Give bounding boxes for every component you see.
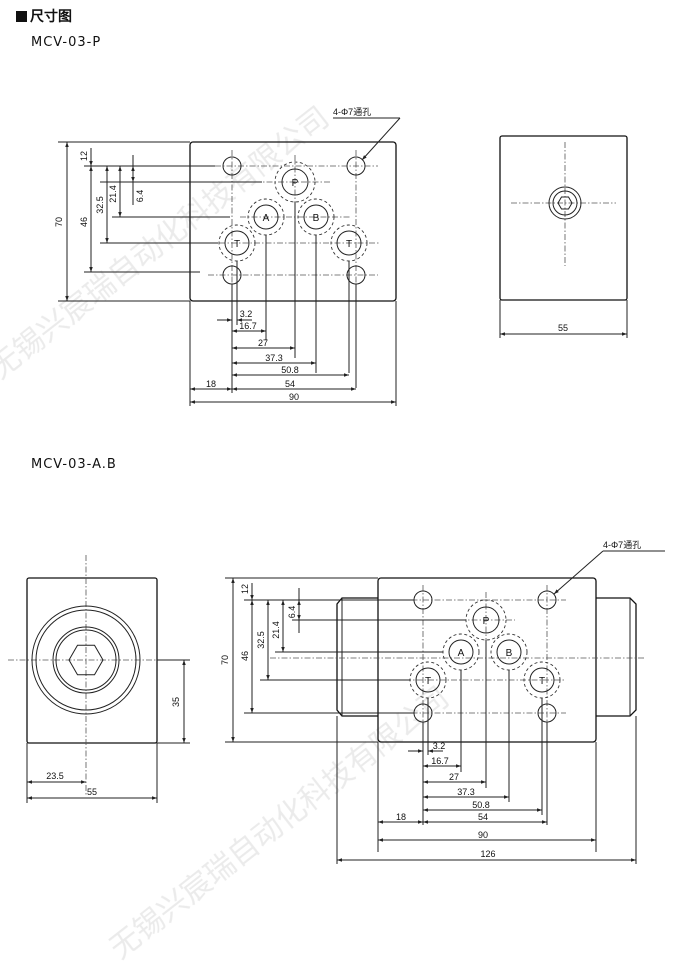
dim-32-5: 32.5 [256, 631, 266, 649]
port-p: P [274, 161, 316, 203]
mounting-hole [537, 590, 557, 610]
dim-3-2: 3.2 [240, 309, 253, 319]
p-side-outline [499, 135, 628, 301]
port-label-b: B [313, 213, 320, 224]
dim-12: 12 [79, 151, 89, 161]
hex-socket-icon [68, 644, 104, 676]
dim-46: 46 [240, 651, 250, 661]
dim-54: 54 [478, 812, 488, 822]
dim-50-8: 50.8 [281, 365, 299, 375]
hole-note: 4-Φ7通孔 [333, 107, 371, 117]
dim-46: 46 [79, 217, 89, 227]
port-a: A [442, 633, 480, 671]
port-label-p: P [483, 616, 490, 627]
port-label-a: A [263, 213, 270, 224]
port-label-a: A [458, 648, 465, 659]
square-bullet-icon [16, 11, 27, 22]
ab-side-view: 35 23.5 55 [8, 555, 190, 803]
dim-16-7: 16.7 [431, 756, 449, 766]
port-label-t: T [234, 239, 240, 250]
ab-side-outline [26, 577, 158, 744]
dim-3-2: 3.2 [433, 741, 446, 751]
port-label-t: T [425, 676, 431, 687]
p-side-view: 55 [499, 135, 628, 338]
section-title: 尺寸图 [16, 6, 72, 26]
ab-body-outline [377, 577, 597, 743]
dim-37-3: 37.3 [265, 353, 283, 363]
title-text: 尺寸图 [30, 9, 72, 25]
dim-70: 70 [54, 217, 64, 227]
ab-front-view: P A B T T 4-Φ7通孔 [220, 540, 665, 864]
hole-note: 4-Φ7通孔 [603, 540, 641, 550]
dim-27: 27 [258, 338, 268, 348]
dim-27: 27 [449, 772, 459, 782]
hex-socket-icon [557, 196, 573, 210]
dim-23-5: 23.5 [46, 771, 64, 781]
dim-37-3: 37.3 [457, 787, 475, 797]
mounting-hole [222, 156, 242, 176]
watermark: 无锡兴宸瑞自动化科技有限公司 无锡兴宸瑞自动化科技有限公司 [0, 100, 456, 964]
dim-54: 54 [285, 379, 295, 389]
dim-32-5: 32.5 [95, 196, 105, 214]
port-label-b: B [506, 648, 513, 659]
port-label-t: T [346, 239, 352, 250]
dim-50-8: 50.8 [472, 800, 490, 810]
right-end-cap [596, 597, 637, 717]
dim-70: 70 [220, 655, 230, 665]
p-body-outline [189, 141, 397, 302]
dim-55: 55 [558, 323, 568, 333]
dim-55: 55 [87, 787, 97, 797]
dim-90: 90 [478, 830, 488, 840]
port-label-p: P [292, 178, 299, 189]
left-end-cap [336, 597, 378, 717]
dim-90: 90 [289, 392, 299, 402]
dim-6-4: 6.4 [287, 606, 297, 619]
model-label-ab: MCV-03-A.B [31, 457, 117, 472]
p-front-view: P A B T T 4-Φ7通孔 [54, 107, 401, 406]
mounting-hole [346, 156, 366, 176]
dim-12: 12 [240, 584, 250, 594]
dim-18: 18 [396, 812, 406, 822]
port-label-t: T [539, 676, 545, 687]
model-label-p: MCV-03-P [31, 35, 102, 50]
dim-21-4: 21.4 [271, 621, 281, 639]
dim-21-4: 21.4 [108, 185, 118, 203]
port-b: B [490, 633, 528, 671]
dim-35: 35 [171, 697, 181, 707]
dim-6-4: 6.4 [135, 190, 145, 203]
dim-18: 18 [206, 379, 216, 389]
dim-16-7: 16.7 [239, 321, 257, 331]
dim-126: 126 [480, 849, 495, 859]
